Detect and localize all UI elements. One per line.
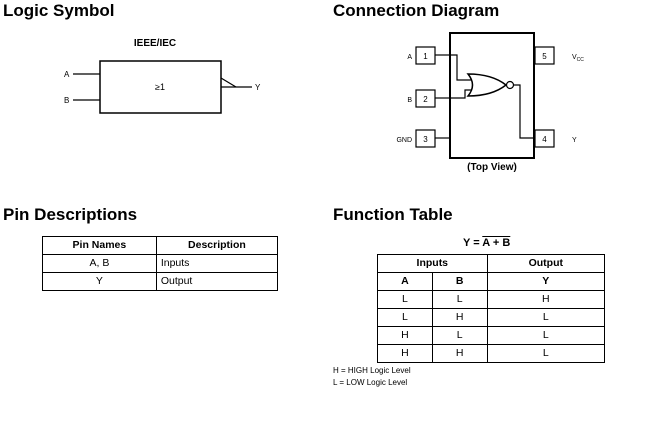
inversion-bubble bbox=[505, 80, 515, 90]
inversion-indicator bbox=[220, 77, 237, 88]
ieee-iec-label: IEEE/IEC bbox=[134, 38, 176, 49]
table-row: H L L bbox=[377, 326, 606, 345]
connection-diagram-heading: Connection Diagram bbox=[333, 1, 500, 20]
wire-b bbox=[450, 89, 472, 99]
pin-3-name: GND bbox=[396, 137, 412, 144]
table-cell: L bbox=[486, 326, 606, 345]
table-row: Y Output bbox=[42, 272, 279, 291]
table-header-row: A B Y bbox=[377, 272, 606, 291]
table-group-header-row: Inputs Output bbox=[377, 254, 606, 273]
pin-2-name: B bbox=[407, 97, 412, 104]
equation-prefix: Y = bbox=[463, 237, 483, 249]
column-header: Description bbox=[155, 236, 279, 255]
logic-symbol-heading: Logic Symbol bbox=[3, 1, 115, 20]
table-header-row: Pin Names Description bbox=[42, 236, 279, 255]
pin-5-name: VCC bbox=[572, 54, 584, 63]
pin-descriptions-table: Pin Names Description A, B Inputs Y Outp… bbox=[42, 236, 279, 291]
function-table: Inputs Output A B Y L L H L H L H L L H … bbox=[377, 254, 606, 363]
pin-4-number: 4 bbox=[542, 135, 547, 144]
pin-1-number: 1 bbox=[423, 52, 428, 61]
description-cell: Output bbox=[155, 272, 279, 291]
pin-1-name: A bbox=[407, 54, 412, 61]
nor-gate-icon bbox=[466, 73, 508, 97]
connection-diagram: 1 2 3 5 4 A B GND VCC Y (Top View) bbox=[396, 32, 584, 173]
input-a-label: A bbox=[64, 70, 70, 79]
column-header-b: B bbox=[431, 272, 488, 291]
input-b-label: B bbox=[64, 96, 69, 105]
pin-4-name: Y bbox=[572, 137, 577, 144]
pin-5-number: 5 bbox=[542, 52, 547, 61]
table-row: L L H bbox=[377, 290, 606, 309]
column-header-y: Y bbox=[486, 272, 606, 291]
column-header: Pin Names bbox=[42, 236, 157, 255]
table-row: A, B Inputs bbox=[42, 254, 279, 273]
table-cell: H bbox=[431, 344, 488, 363]
column-header-a: A bbox=[377, 272, 433, 291]
legend-low: L = LOW Logic Level bbox=[333, 378, 408, 387]
table-cell: L bbox=[431, 326, 488, 345]
description-cell: Inputs bbox=[155, 254, 279, 273]
ic-package bbox=[449, 32, 535, 159]
table-cell: L bbox=[486, 308, 606, 327]
group-header-inputs: Inputs bbox=[377, 254, 488, 273]
pin-descriptions-heading: Pin Descriptions bbox=[3, 205, 138, 224]
legend-high: H = HIGH Logic Level bbox=[333, 366, 411, 375]
table-cell: L bbox=[431, 290, 488, 309]
group-header-output: Output bbox=[486, 254, 606, 273]
wire-y bbox=[514, 84, 534, 139]
top-view-label: (Top View) bbox=[467, 162, 517, 173]
output-y-label: Y bbox=[255, 83, 261, 92]
function-table-heading: Function Table bbox=[333, 205, 453, 224]
pin-2-number: 2 bbox=[423, 95, 428, 104]
table-cell: H bbox=[431, 308, 488, 327]
table-cell: L bbox=[486, 344, 606, 363]
table-cell: L bbox=[377, 308, 433, 327]
function-label: ≥1 bbox=[155, 82, 165, 92]
table-cell: H bbox=[486, 290, 606, 309]
pin-3-number: 3 bbox=[423, 135, 428, 144]
logic-symbol-diagram: IEEE/IEC A B Y ≥1 bbox=[64, 38, 261, 114]
wire-a bbox=[450, 54, 472, 81]
table-cell: H bbox=[377, 344, 433, 363]
table-row: H H L bbox=[377, 344, 606, 363]
equation-expression: A + B bbox=[482, 237, 511, 249]
table-cell: L bbox=[377, 290, 433, 309]
pin-name-cell: A, B bbox=[42, 254, 157, 273]
table-cell: H bbox=[377, 326, 433, 345]
table-row: L H L bbox=[377, 308, 606, 327]
pin-name-cell: Y bbox=[42, 272, 157, 291]
function-equation: Y = A + B bbox=[463, 237, 510, 249]
